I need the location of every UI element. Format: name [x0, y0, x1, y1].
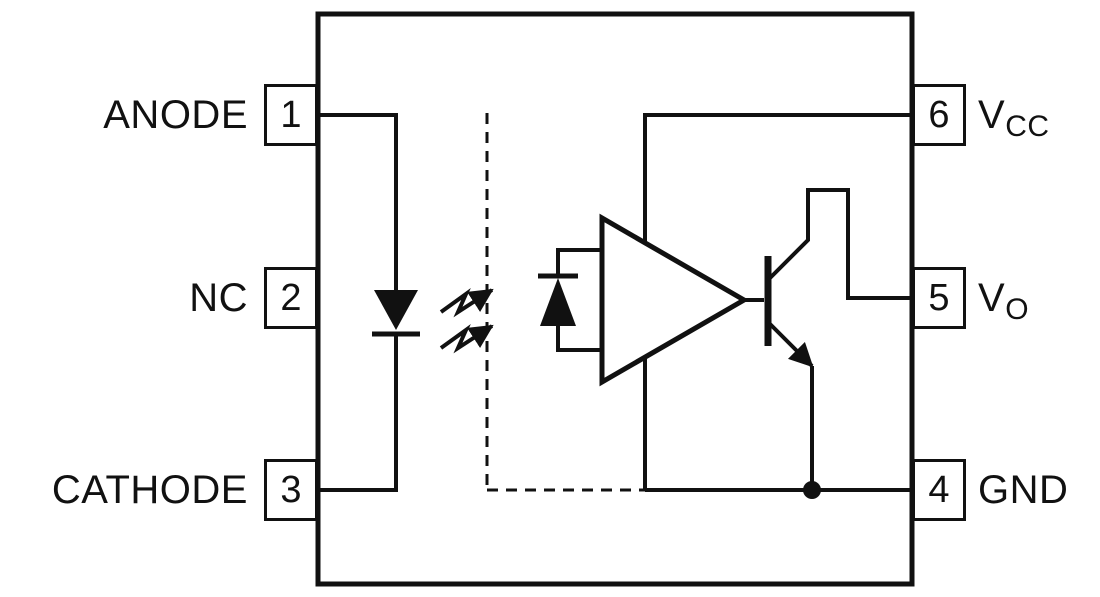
pin-number-6: 6 [928, 94, 950, 136]
pin-box-6: 6 [912, 84, 966, 146]
pin-label-vo: VO [978, 274, 1029, 326]
pin-label-vcc: VCC [978, 91, 1050, 143]
pin-label-cathode: CATHODE [51, 468, 248, 512]
vcc-label-sub: CC [1005, 110, 1050, 143]
anode-wire [316, 113, 398, 290]
pin-box-5: 5 [912, 267, 966, 329]
npn-transistor-symbol [744, 188, 914, 490]
isolation-barrier-dashed-line [485, 113, 645, 492]
vcc-wire [643, 113, 914, 490]
photodiode-symbol [538, 248, 602, 352]
pin-number-2: 2 [280, 277, 302, 319]
pin-box-4: 4 [912, 459, 966, 521]
led-input-circuit [316, 113, 420, 492]
pin-number-3: 3 [280, 469, 302, 511]
pin-box-3: 3 [264, 459, 318, 521]
amplifier-symbol [599, 213, 749, 387]
pin-label-anode: ANODE [103, 93, 248, 137]
cathode-wire [316, 334, 398, 492]
gnd-label-main: GND [978, 468, 1069, 512]
light-emission-arrows [439, 288, 494, 354]
light-arrow [439, 288, 494, 318]
junction-dot [803, 481, 821, 499]
pin-box-1: 1 [264, 84, 318, 146]
led-symbol [372, 290, 420, 337]
pin-label-nc: NC [189, 276, 248, 320]
supply-wires [643, 113, 914, 492]
collector-output-wire [766, 188, 914, 300]
vo-label-main: V [978, 276, 1006, 320]
vo-label-sub: O [1005, 293, 1030, 326]
emitter-arrow [766, 320, 814, 368]
pin-label-gnd: GND [978, 466, 1068, 514]
pin-number-4: 4 [928, 469, 950, 511]
pin-number-5: 5 [928, 277, 950, 319]
pin-number-1: 1 [280, 94, 302, 136]
pin-box-2: 2 [264, 267, 318, 329]
vcc-label-main: V [978, 93, 1006, 137]
light-arrow [439, 324, 494, 354]
